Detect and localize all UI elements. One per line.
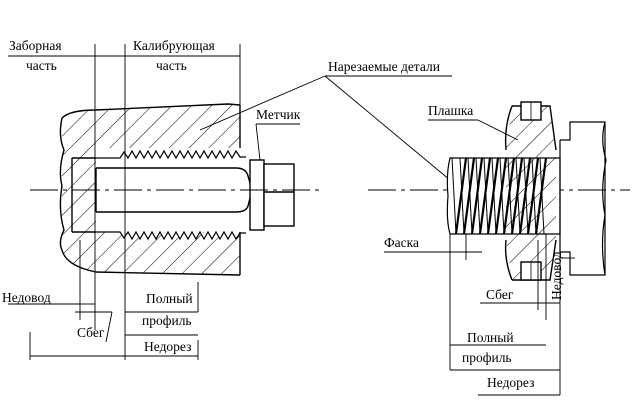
calibrating-part-label-2: часть	[156, 58, 187, 73]
full-profile-right-label-2: профиль	[462, 350, 512, 365]
underthread-right-label: Недорез	[487, 375, 535, 390]
chamfer-label: Фаска	[384, 235, 419, 250]
tap-tool	[95, 159, 295, 231]
leader-lines	[199, 75, 519, 191]
runout-left-label: Сбег	[77, 325, 105, 340]
underthread-left-label: Недорез	[144, 339, 192, 354]
full-profile-left-label-2: профиль	[142, 313, 192, 328]
right-die	[504, 101, 557, 281]
left-thread	[96, 149, 246, 241]
tap-label: Метчик	[256, 107, 301, 122]
intake-part-label-2: часть	[26, 58, 57, 73]
calibrating-part-label-1: Калибрующая	[133, 38, 215, 53]
full-profile-left-label-1: Полный	[146, 291, 193, 306]
undercut-left-label: Недовод	[2, 290, 51, 305]
undercut-right-label: Недовод	[549, 251, 564, 300]
threaded-parts-label: Нарезаемые детали	[328, 59, 440, 74]
left-dimensions	[8, 44, 241, 360]
right-dimensions	[384, 234, 575, 396]
die-label: Плашка	[428, 103, 474, 118]
runout-right-label: Сбег	[486, 287, 514, 302]
intake-part-label-1: Заборная	[9, 38, 62, 53]
full-profile-right-label-1: Полный	[467, 330, 514, 345]
